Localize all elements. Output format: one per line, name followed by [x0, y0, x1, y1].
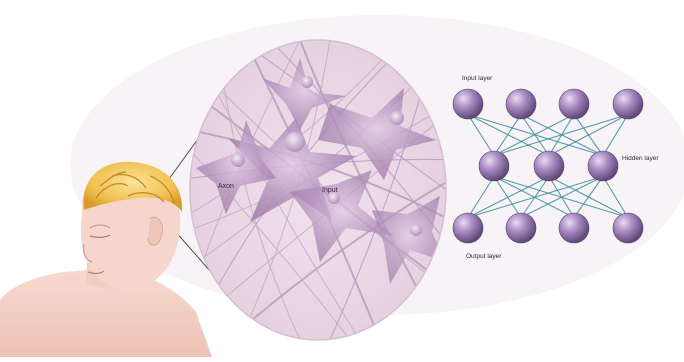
nucleus: [390, 111, 404, 125]
hidden-node: [479, 151, 509, 181]
nucleus: [285, 132, 305, 152]
nucleus: [301, 76, 313, 88]
nucleus: [231, 153, 245, 167]
axon-label: Axon: [218, 183, 234, 190]
input-layer-label: Input layer: [462, 75, 493, 82]
input-label: Input: [322, 187, 338, 194]
output-node: [559, 213, 589, 243]
output-layer-label: Output layer: [466, 253, 502, 260]
input-node: [506, 89, 536, 119]
output-node: [506, 213, 536, 243]
input-node: [453, 89, 483, 119]
hidden-node: [534, 151, 564, 181]
nucleus: [410, 224, 422, 236]
output-node: [613, 213, 643, 243]
input-node: [613, 89, 643, 119]
hidden-node: [588, 151, 618, 181]
hidden-layer-label: Hidden layer: [622, 155, 659, 162]
output-node: [453, 213, 483, 243]
input-node: [559, 89, 589, 119]
